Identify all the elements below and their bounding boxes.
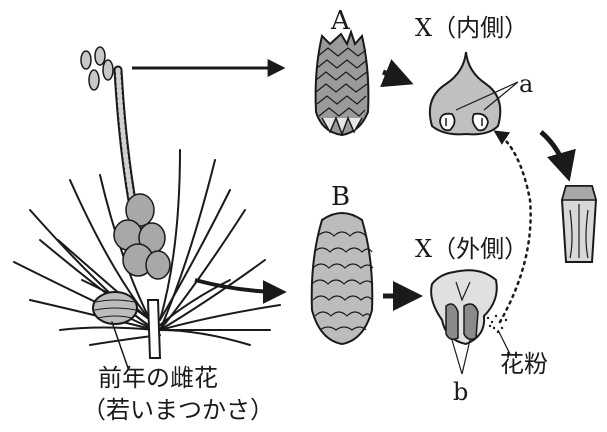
cone-b-label: B bbox=[331, 184, 350, 210]
pine-branch-icon bbox=[14, 47, 280, 368]
part-b-label: b bbox=[453, 380, 468, 404]
scale-outer-icon bbox=[431, 270, 510, 374]
scale-outer-label: X（外側） bbox=[415, 237, 528, 261]
young-cone-label-line1: 前年の雌花 bbox=[98, 366, 218, 390]
young-cone-label-line2: （若いまつかさ） bbox=[82, 398, 274, 422]
cone-a-label: A bbox=[331, 8, 350, 34]
cone-b-icon bbox=[312, 213, 373, 344]
cone-a-icon bbox=[316, 32, 369, 135]
part-a-label: a bbox=[519, 72, 533, 96]
scale-inner-label: X（内側） bbox=[415, 16, 528, 40]
pollen-label: 花粉 bbox=[500, 352, 548, 376]
scale-inner-icon bbox=[430, 52, 518, 134]
seed-icon bbox=[562, 186, 596, 262]
